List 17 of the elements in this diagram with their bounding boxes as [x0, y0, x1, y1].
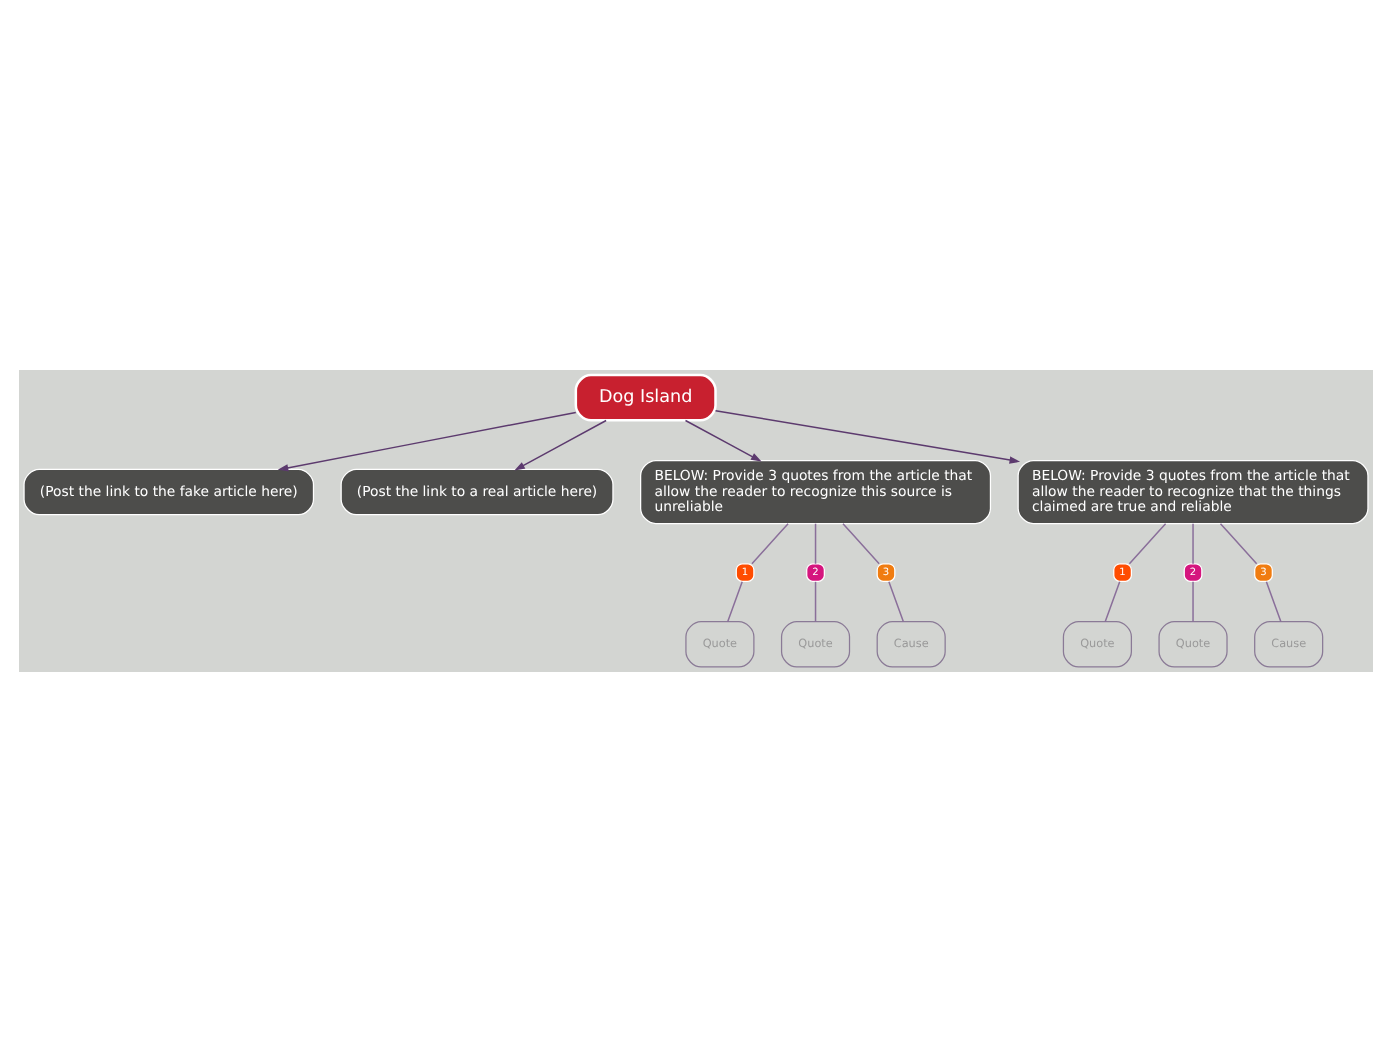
connector — [751, 521, 789, 564]
arrow — [514, 418, 607, 470]
connector — [1192, 580, 1194, 622]
connector — [814, 521, 817, 564]
connector — [1128, 521, 1167, 564]
arrow — [277, 410, 577, 471]
node-box: Dog Island — [574, 372, 717, 421]
connector — [726, 580, 743, 622]
connector — [1265, 580, 1282, 622]
connector — [1192, 521, 1194, 564]
connector — [1219, 521, 1258, 564]
arrow — [714, 408, 1021, 463]
connector — [1104, 580, 1121, 622]
arrow — [684, 418, 762, 461]
connector — [814, 580, 817, 622]
connector — [842, 521, 880, 564]
connector — [888, 580, 905, 622]
